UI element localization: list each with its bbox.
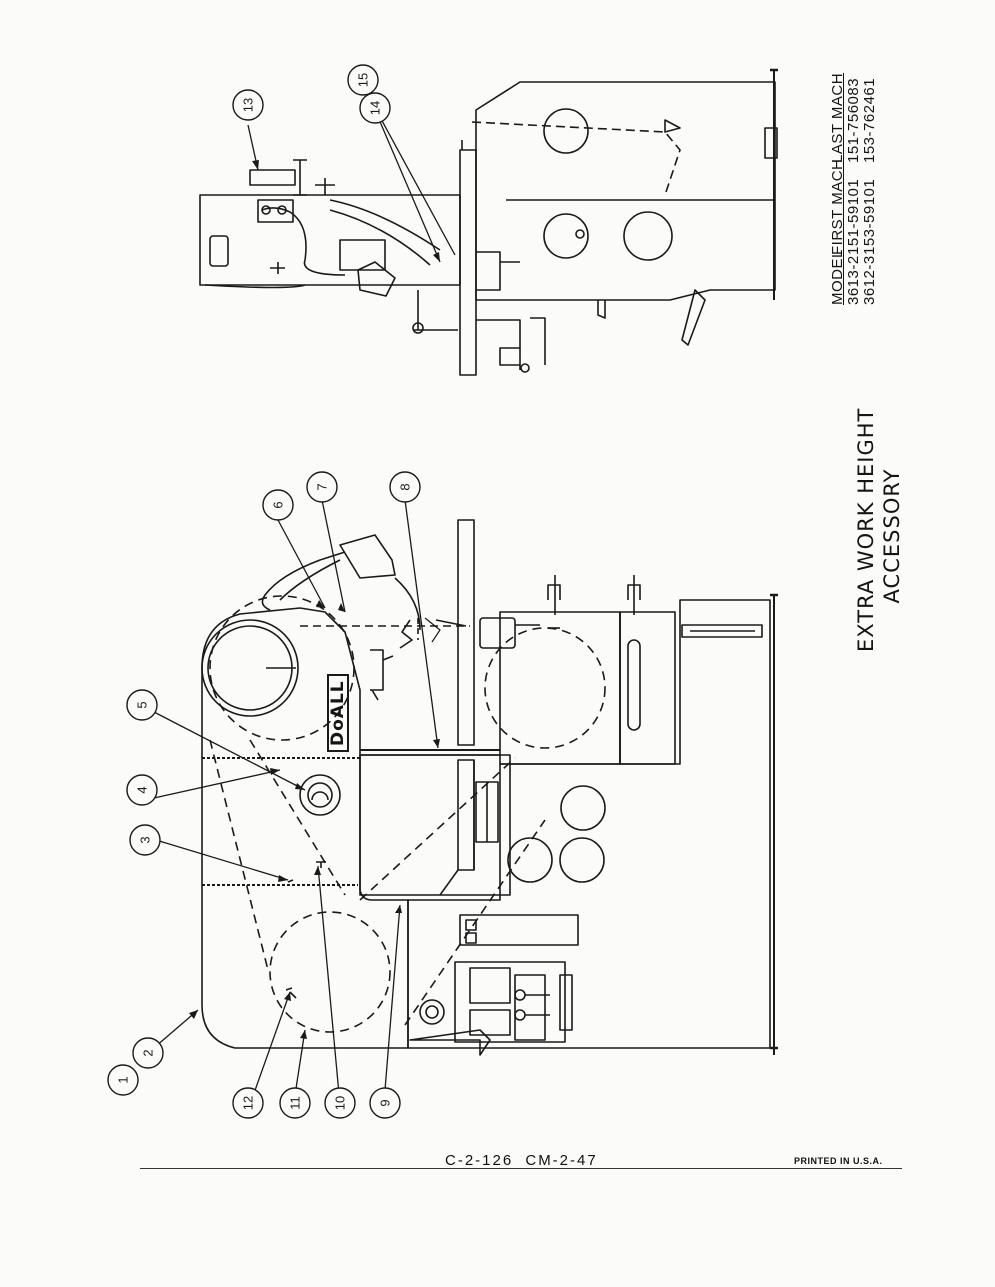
callout-circle (324, 1087, 356, 1119)
side-lower-body (475, 81, 776, 301)
callout-11: 11 (279, 1087, 311, 1119)
callout-5: 5 (126, 689, 158, 721)
callout-15: 15 (347, 64, 379, 96)
callout-circle (132, 1037, 164, 1069)
model-table-row: 3612-3 153-59101 153-762461 (861, 73, 878, 305)
cell-first-mach: 153-59101 (861, 178, 878, 255)
side-work-table (459, 149, 477, 376)
cell-model: 3613-2 (845, 255, 862, 305)
callout-circle (279, 1087, 311, 1119)
document-code: C-2-126 CM-2-47 (445, 1152, 598, 1169)
cell-first-mach: 151-59101 (845, 178, 862, 255)
callout-circle (232, 1087, 264, 1119)
callout-label: 5 (135, 701, 150, 708)
header-last-mach: LAST MACH (829, 72, 846, 163)
callout-12: 12 (232, 1087, 264, 1119)
callout-circle (369, 1087, 401, 1119)
callout-label: 4 (135, 786, 150, 793)
upper-wheel-window (201, 619, 299, 717)
callout-13: 13 (232, 89, 264, 121)
callout-label: 13 (241, 98, 256, 112)
callout-10: 10 (324, 1087, 356, 1119)
drawing-title: EXTRA WORK HEIGHT ACCESSORY (853, 407, 905, 652)
callout-circle (107, 1064, 139, 1096)
callout-circle (306, 471, 338, 503)
callout-7: 7 (306, 471, 338, 503)
callout-circle (129, 824, 161, 856)
callout-label: 10 (333, 1096, 348, 1110)
callout-label: 2 (141, 1049, 156, 1056)
callout-2: 2 (132, 1037, 164, 1069)
callout-label: 7 (315, 483, 330, 490)
cell-model: 3612-3 (861, 255, 878, 305)
callout-label: 9 (378, 1099, 393, 1106)
model-table: MODEL FIRST MACH LAST MACH 3613-2 151-59… (829, 72, 878, 305)
speed-dial (299, 774, 341, 816)
model-table-row: 3613-2 151-59101 151-756083 (845, 73, 862, 305)
model-table-header: MODEL FIRST MACH LAST MACH (829, 72, 846, 305)
side-upper-column (199, 194, 461, 286)
title-line-1: EXTRA WORK HEIGHT (854, 407, 878, 652)
callout-label: 3 (138, 836, 153, 843)
callout-1: 1 (107, 1064, 139, 1096)
machine-base (407, 599, 771, 1049)
callout-label: 14 (368, 101, 383, 115)
lower-wheel-hidden (269, 911, 391, 1033)
callout-label: 1 (116, 1076, 131, 1083)
callout-circle (359, 92, 391, 124)
work-table-left (457, 519, 475, 746)
side-crank (249, 159, 307, 196)
header-first-mach: FIRST MACH (829, 158, 846, 255)
side-view (199, 68, 778, 376)
callout-circle (126, 774, 158, 806)
control-box (454, 961, 566, 1043)
callout-label: 6 (271, 501, 286, 508)
front-view (201, 519, 778, 1056)
callout-label: 8 (398, 483, 413, 490)
callout-3: 3 (129, 824, 161, 856)
title-line-2: ACCESSORY (880, 468, 904, 604)
callout-circle (232, 89, 264, 121)
callout-circle (389, 471, 421, 503)
callout-6: 6 (262, 489, 294, 521)
callout-8: 8 (389, 471, 421, 503)
cell-last-mach: 153-762461 (861, 77, 878, 163)
callout-14: 14 (359, 92, 391, 124)
callout-label: 15 (356, 73, 371, 87)
printed-in-usa: PRINTED IN U.S.A. (794, 1156, 883, 1166)
work-table-right (457, 759, 475, 871)
callout-label: 11 (288, 1096, 303, 1110)
callout-circle (262, 489, 294, 521)
cell-last-mach: 151-756083 (845, 77, 862, 163)
upper-housing (201, 607, 409, 1049)
callout-4: 4 (126, 774, 158, 806)
callout-circle (347, 64, 379, 96)
work-lamp (339, 534, 396, 579)
doall-logo: DoALL (327, 674, 349, 752)
callout-circle (126, 689, 158, 721)
header-model: MODEL (829, 249, 846, 305)
footer-rule (140, 1168, 902, 1169)
callout-9: 9 (369, 1087, 401, 1119)
callout-label: 12 (241, 1096, 256, 1110)
